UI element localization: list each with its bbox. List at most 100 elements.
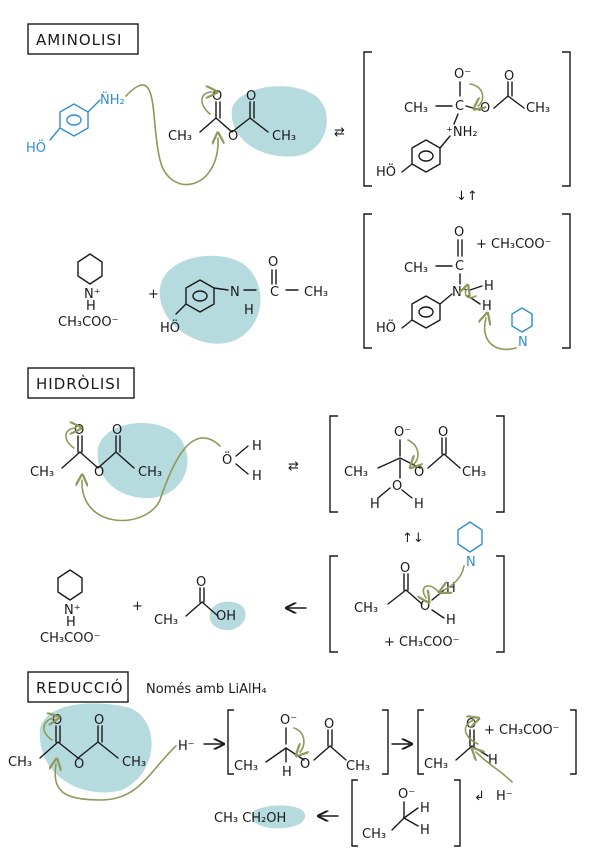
amine-label: N̈H₂ xyxy=(100,93,125,108)
carbonyl-oxygen: O xyxy=(196,575,206,590)
tetrahedral-intermediate-aminolisi: O⁻ CH₃ C O O CH₃ ⁺NH₂ HÖ xyxy=(363,51,571,187)
protonated-amide-intermediate: O + CH₃COO⁻ CH₃ C N⁺ H H HÖ N xyxy=(363,213,571,351)
carbonyl-oxygen: O xyxy=(400,561,410,576)
central-carbon: C xyxy=(455,99,464,114)
hydroxyl-label: HÖ xyxy=(26,139,46,156)
methyl-label: CH₃ xyxy=(8,755,32,770)
water-attack-arrow xyxy=(82,437,221,522)
carbonyl-oxygen: O xyxy=(74,423,84,438)
carbonyl-oxygen: O xyxy=(324,717,334,732)
acetic-anhydride-1: CH₃ O O O CH₃ xyxy=(168,86,327,157)
section-title-reduccio: REDUCCIÓ xyxy=(36,678,124,697)
oxonium-oxygen: O xyxy=(392,479,402,494)
pyridine-ring xyxy=(511,307,533,333)
methyl-label: CH₃ xyxy=(304,285,328,300)
equilibrium-arrow: ⇄ xyxy=(288,459,299,474)
alkoxide-oxygen: O⁻ xyxy=(454,67,471,82)
methyl-label: CH₃ xyxy=(354,601,378,616)
water-hydrogen-1: H xyxy=(252,439,262,454)
pyridinium-hydrogen: H xyxy=(86,299,96,314)
equilibrium-arrow: ⇄ xyxy=(334,125,345,140)
acetate-counterion: CH₃COO⁻ xyxy=(58,315,118,330)
pyridine-nitrogen: N xyxy=(466,555,476,570)
ethanol-label: CH₃ CH₂OH xyxy=(214,811,286,826)
carbonyl-oxygen: O xyxy=(454,225,464,240)
amide-nitrogen: N xyxy=(230,285,240,300)
methyl-label-2: CH₃ xyxy=(138,465,162,480)
carbonyl-oxygen: O xyxy=(52,713,62,728)
pyridinium-hydrogen: H xyxy=(66,615,76,630)
plus-sign: + xyxy=(148,287,159,302)
hydroxyl-label: HÖ xyxy=(160,319,180,336)
pyridinium-nitrogen: N⁺ xyxy=(84,287,101,302)
ester-oxygen: O xyxy=(228,129,238,144)
hydrogen-2: H xyxy=(482,299,492,314)
protonated-acid-intermediate: CH₃ O O H H + CH₃COO⁻ xyxy=(329,555,505,653)
alkoxide-oxygen: O⁻ xyxy=(398,787,415,802)
section-header-box xyxy=(27,23,139,55)
water: Ö H H xyxy=(222,439,262,484)
oxonium-hydrogen-2: H xyxy=(446,613,456,628)
methyl-label-2: CH₃ xyxy=(526,101,550,116)
nucleophilic-attack-arrow xyxy=(125,84,218,186)
methyl-label-2: CH₃ xyxy=(272,129,296,144)
pyridinium-ring xyxy=(77,253,103,285)
acid-hydroxyl: OH xyxy=(216,609,236,624)
methyl-label: CH₃ xyxy=(234,759,258,774)
amide-carbon: C xyxy=(270,285,279,300)
equilibrium-arrow-vertical: ↓↑ xyxy=(456,189,478,204)
turn-arrow: ↲ xyxy=(474,789,485,804)
second-hydride: H⁻ xyxy=(496,789,513,804)
ethanol-product: CH₃ CH₂OH xyxy=(214,805,306,829)
methyl-label: CH₃ xyxy=(362,827,386,842)
hydroxyl-label: HÖ xyxy=(376,319,396,336)
equilibrium-arrow-vertical: ↑↓ xyxy=(402,531,424,546)
hydride-attack-arrow xyxy=(55,745,177,801)
methyl-label: CH₃ xyxy=(30,465,54,480)
section-hidrolisi: HIDRÒLISI CH₃ O O O CH₃ Ö H H ⇄ xyxy=(27,367,505,653)
tetrahedral-intermediate-hidrolisi: O⁻ CH₃ O O CH₃ O H H xyxy=(329,415,505,513)
amide-hydrogen: H xyxy=(244,303,254,318)
oxonium-hydrogen-2: H xyxy=(414,497,424,512)
ester-oxygen: O xyxy=(94,465,104,480)
acetate-counterion: CH₃COO⁻ xyxy=(40,631,100,646)
section-title-hidrolisi: HIDRÒLISI xyxy=(36,374,121,393)
section-header-box xyxy=(27,367,135,399)
methyl-label-2: CH₃ xyxy=(462,465,486,480)
ester-oxygen: O xyxy=(300,757,310,772)
released-acetate: + CH₃COO⁻ xyxy=(476,237,552,252)
oxonium-oxygen: O xyxy=(420,599,430,614)
methyl-label: CH₃ xyxy=(404,101,428,116)
ester-oxygen: O xyxy=(414,465,424,480)
hydroxyl-label: HÖ xyxy=(376,163,396,180)
alkoxide-oxygen: O⁻ xyxy=(394,425,411,440)
pyridine-nitrogen: N xyxy=(518,335,528,350)
methyl-label: CH₃ xyxy=(154,613,178,628)
plus-sign: + xyxy=(132,599,143,614)
hydride-reagent: H⁻ xyxy=(178,739,195,754)
methyl-label-2: CH₃ xyxy=(346,759,370,774)
tetrahedral-intermediate-reduccio: O⁻ CH₃ H O O CH₃ xyxy=(227,709,389,780)
amide-oxygen: O xyxy=(268,255,278,270)
reduction-note: Només amb LiAlH₄ xyxy=(146,682,267,697)
acetaldehyde-intermediate: CH₃ O H + CH₃COO⁻ xyxy=(417,709,577,783)
central-carbon: C xyxy=(455,259,464,274)
water-hydrogen-2: H xyxy=(252,469,262,484)
released-acetate: + CH₃COO⁻ xyxy=(384,635,460,650)
section-header-box xyxy=(27,671,129,703)
products-aminolisi: N⁺ H CH₃COO⁻ + HÖ N H C O CH₃ xyxy=(58,253,328,344)
ammonium-label: ⁺NH₂ xyxy=(446,125,478,140)
methyl-label: CH₃ xyxy=(424,757,448,772)
added-hydrogen: H xyxy=(282,765,292,780)
hydrogen-1: H xyxy=(420,801,430,816)
ester-oxygen: O xyxy=(74,757,84,772)
hydrogen-1: H xyxy=(484,279,494,294)
oxonium-hydrogen-1: H xyxy=(370,497,380,512)
carbonyl-oxygen-2: O xyxy=(112,423,122,438)
section-aminolisi: AMINOLISI HÖ N̈H₂ CH₃ O O O CH₃ ⇄ xyxy=(26,23,571,351)
pyridinium-nitrogen: N⁺ xyxy=(64,603,81,618)
methyl-label-2: CH₃ xyxy=(122,755,146,770)
methyl-label: CH₃ xyxy=(168,129,192,144)
products-hidrolisi: N⁺ H CH₃COO⁻ + CH₃ O OH xyxy=(40,569,246,646)
